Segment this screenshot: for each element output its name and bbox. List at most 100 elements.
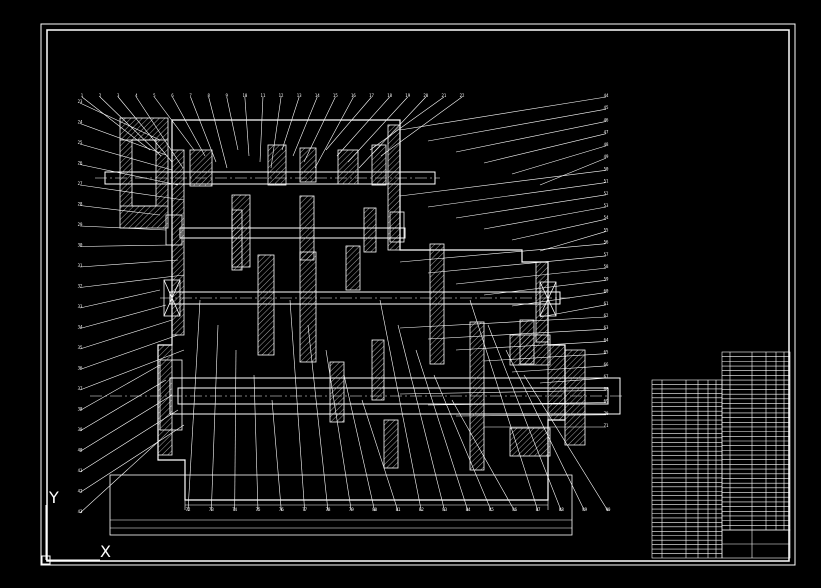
balloon-top-7-leader [190, 96, 217, 163]
balloon-left-29-leader [79, 225, 167, 231]
balloon-bottom-80: 80 [372, 507, 377, 512]
balloon-right-57: 57 [604, 252, 609, 257]
balloon-right-44: 44 [604, 93, 609, 98]
balloon-bottom-75-leader [253, 374, 259, 512]
balloon-right-46: 46 [604, 117, 609, 122]
balloon-right-55: 55 [604, 227, 609, 232]
balloon-right-51-leader [427, 182, 607, 208]
bearings [159, 211, 557, 431]
gear-section-16 [383, 419, 399, 469]
leader-lines [79, 96, 609, 514]
balloon-right-52-leader [455, 194, 607, 219]
balloon-top-17: 17 [369, 93, 374, 98]
balloon-right-62: 62 [604, 313, 609, 318]
balloon-right-59-leader [483, 280, 607, 296]
balloon-left-42-leader [79, 424, 185, 493]
balloon-top-13: 13 [297, 93, 302, 98]
balloon-right-45-leader [427, 108, 607, 142]
balloon-left-30-leader [79, 244, 173, 247]
balloon-bottom-79-leader [325, 349, 352, 512]
balloon-top-5: 5 [153, 93, 156, 98]
gear-section-18 [231, 209, 243, 271]
balloon-left-39: 39 [78, 427, 83, 432]
balloon-right-63-leader [427, 328, 607, 340]
balloon-bottom-82: 82 [419, 507, 424, 512]
balloon-right-47-leader [483, 133, 607, 164]
gear-sections [189, 144, 535, 471]
balloon-right-45: 45 [604, 105, 609, 110]
balloon-right-46-leader [455, 121, 607, 153]
balloon-left-32-leader [79, 274, 185, 288]
balloon-bottom-78-leader [307, 324, 329, 512]
balloon-left-35-leader [79, 319, 173, 350]
balloon-top-12-leader [270, 96, 282, 169]
balloon-right-65-leader [483, 353, 607, 362]
balloon-left-36-leader [79, 334, 179, 370]
balloon-top-6-leader [172, 96, 206, 157]
balloon-bottom-86: 86 [512, 507, 517, 512]
gear-section-8 [363, 207, 377, 253]
balloon-right-60: 60 [604, 289, 609, 294]
balloon-left-37: 37 [78, 386, 83, 391]
balloon-right-44-leader [399, 96, 607, 131]
balloon-top-21: 21 [441, 93, 446, 98]
balloon-bottom-77: 77 [302, 507, 307, 512]
balloon-bottom-90: 90 [606, 507, 611, 512]
balloon-right-55-leader [539, 231, 607, 252]
balloon-right-53: 53 [604, 203, 609, 208]
balloon-left-39-leader [79, 379, 167, 432]
balloon-left-43: 43 [78, 509, 83, 514]
balloon-left-26: 26 [78, 161, 83, 166]
balloon-right-54-leader [511, 218, 607, 241]
balloon-right-56: 56 [604, 240, 609, 245]
balloon-bottom-82-leader [379, 299, 422, 512]
balloon-left-31: 31 [78, 263, 83, 268]
gear-section-5 [337, 149, 359, 185]
balloon-top-13-leader [281, 96, 300, 151]
balloon-right-68-leader [399, 390, 607, 395]
balloon-top-1: 1 [81, 93, 84, 98]
balloon-top-1-leader [81, 96, 151, 151]
balloon-top-6: 6 [171, 93, 174, 98]
balloon-top-14: 14 [315, 93, 320, 98]
balloon-left-31-leader [79, 259, 179, 268]
balloon-left-27-leader [79, 184, 185, 201]
balloon-top-18: 18 [387, 93, 392, 98]
balloon-bottom-83: 83 [442, 507, 447, 512]
balloon-bottom-88-leader [487, 324, 562, 512]
gear-section-10 [299, 251, 317, 363]
balloon-left-43-leader [79, 439, 161, 514]
housing-wall-sections [157, 124, 566, 456]
balloon-top-10: 10 [242, 93, 247, 98]
balloon-left-23: 23 [78, 99, 83, 104]
balloon-top-9: 9 [226, 93, 229, 98]
balloon-right-50-leader [399, 170, 607, 197]
balloon-bottom-72-leader [187, 299, 201, 512]
balloon-top-4: 4 [135, 93, 138, 98]
balloon-top-22: 22 [460, 93, 465, 98]
balloon-bottom-84: 84 [466, 507, 471, 512]
balloon-right-70: 70 [604, 411, 609, 416]
balloon-top-15: 15 [333, 93, 338, 98]
balloon-top-7: 7 [189, 93, 192, 98]
balloon-right-63: 63 [604, 325, 609, 330]
inner-frame [46, 29, 790, 562]
balloon-top-4-leader [136, 96, 184, 169]
balloon-right-65: 65 [604, 350, 609, 355]
balloon-left-36: 36 [78, 366, 83, 371]
balloon-right-64: 64 [604, 337, 609, 342]
balloon-top-5-leader [154, 96, 195, 151]
balloon-right-54: 54 [604, 215, 609, 220]
gear-section-14 [519, 319, 535, 365]
balloon-top-21-leader [369, 96, 445, 151]
balloon-left-41-leader [79, 409, 179, 473]
balloon-top-17-leader [325, 96, 372, 151]
balloon-top-20: 20 [423, 93, 428, 98]
balloon-bottom-89-leader [505, 349, 585, 512]
balloon-bottom-77-leader [289, 299, 305, 512]
balloon-top-2: 2 [99, 93, 102, 98]
balloon-bottom-76: 76 [279, 507, 284, 512]
